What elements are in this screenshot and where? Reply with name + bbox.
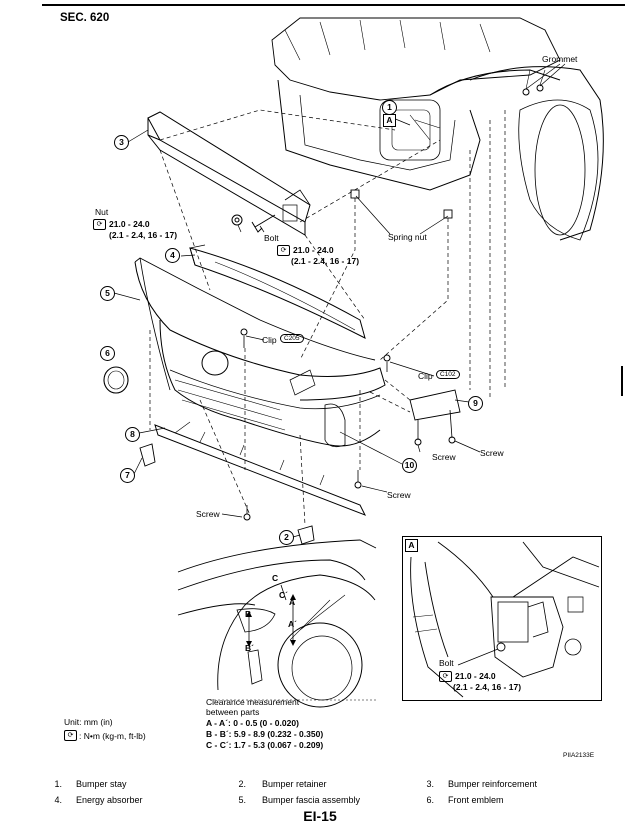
bolt-torque-value: 21.0 - 24.0 — [293, 245, 334, 255]
nut-torque-alt: (2.1 - 2.4, 16 - 17) — [109, 230, 178, 240]
clearance-row-a: A - A´: 0 - 0.5 (0 - 0.020) — [206, 718, 299, 728]
callout-1: 1 — [382, 100, 397, 115]
clip-code-2: C102 — [436, 370, 460, 379]
section-label: SEC. 620 — [60, 12, 110, 24]
callout-6: 6 — [100, 346, 115, 361]
inset-torque-alt: (2.1 - 2.4, 16 - 17) — [453, 682, 522, 692]
screw-label-2: Screw — [480, 448, 504, 458]
legend-num-1: 1. — [54, 779, 62, 789]
clearance-letter-a-prime: A´ — [288, 619, 297, 629]
nut-torque-value: 21.0 - 24.0 — [109, 219, 150, 229]
nut-torque-icon: ⟳ — [93, 219, 106, 230]
callout-7: 7 — [120, 468, 135, 483]
inset-bolt-label: Bolt — [439, 658, 454, 668]
detail-a-drawing — [410, 541, 600, 698]
callout-4: 4 — [165, 248, 180, 263]
units-line-1: Unit: mm (in) — [64, 717, 113, 727]
bolt-label: Bolt — [264, 233, 279, 243]
clearance-letter-c: C — [272, 573, 279, 583]
clearance-row-c: C - C´: 1.7 - 5.3 (0.067 - 0.209) — [206, 740, 324, 750]
legend-num-3: 3. — [426, 779, 434, 789]
bolt-torque-alt: (2.1 - 2.4, 16 - 17) — [291, 256, 360, 266]
clip-label-2: Clip — [418, 371, 433, 381]
page-number: EI-15 — [303, 808, 337, 824]
clearance-letter-c-prime: C´ — [279, 590, 288, 600]
view-a-marker-main: A — [383, 114, 396, 127]
clearance-title-2: between parts — [206, 707, 260, 717]
header-rule — [42, 4, 625, 6]
screw-label-1: Screw — [432, 452, 456, 462]
legend-name-1: Bumper stay — [76, 779, 127, 789]
page-edge-tab — [621, 366, 623, 396]
units-line-2: : N•m (kg-m, ft-lb) — [79, 731, 146, 741]
spring-nut-label: Spring nut — [388, 232, 427, 242]
inset-torque-value: 21.0 - 24.0 — [455, 671, 496, 681]
callout-9: 9 — [468, 396, 483, 411]
view-a-marker: A — [405, 539, 418, 552]
callout-10: 10 — [402, 458, 417, 473]
callout-5: 5 — [100, 286, 115, 301]
legend-num-6: 6. — [426, 795, 434, 805]
callout-3: 3 — [114, 135, 129, 150]
legend-name-5: Bumper fascia assembly — [262, 795, 361, 805]
clearance-title-1: Clearance measurement — [206, 697, 300, 707]
clip-code-1: C205 — [280, 334, 304, 343]
detail-inset-a: A Bolt ⟳ 21.0 - 24.0 (2.1 - 2.4, 16 - 17… — [402, 536, 602, 701]
legend-name-3: Bumper reinforcement — [448, 779, 538, 789]
callout-2: 2 — [279, 530, 294, 545]
legend-name-4: Energy absorber — [76, 795, 143, 805]
grommet-label: Grommet — [542, 54, 578, 64]
callout-8: 8 — [125, 427, 140, 442]
clearance-letter-b: B — [245, 609, 252, 619]
legend-name-6: Front emblem — [448, 795, 504, 805]
clip-label-1: Clip — [262, 335, 277, 345]
legend-num-5: 5. — [238, 795, 246, 805]
clearance-letter-a: A — [289, 597, 296, 607]
units-torque-icon: ⟳ — [64, 730, 77, 741]
bolt-torque-icon: ⟳ — [277, 245, 290, 256]
screw-label-3: Screw — [387, 490, 411, 500]
legend-num-2: 2. — [238, 779, 246, 789]
torque-wrench-icon: ⟳ — [439, 671, 452, 682]
nut-label: Nut — [95, 207, 109, 217]
clearance-letter-b-prime: B´ — [245, 643, 254, 653]
screw-label-4: Screw — [196, 509, 220, 519]
legend-num-4: 4. — [54, 795, 62, 805]
figure-code: PIIA2133E — [563, 752, 595, 759]
legend-name-2: Bumper retainer — [262, 779, 327, 789]
clearance-row-b: B - B´: 5.9 - 8.9 (0.232 - 0.350) — [206, 729, 324, 739]
